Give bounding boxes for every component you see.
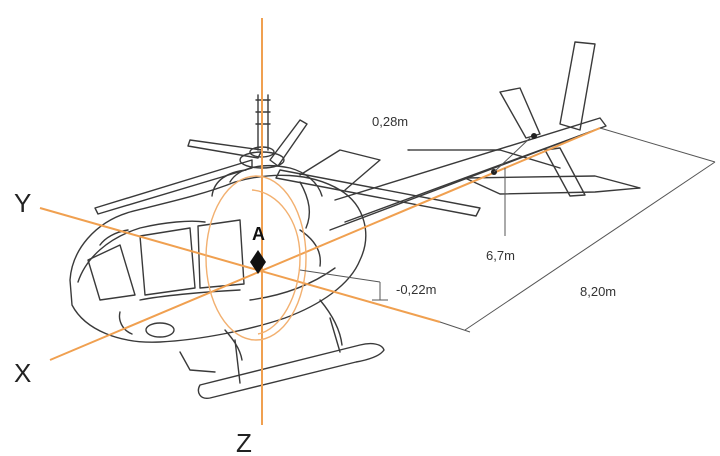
engine-cowling — [229, 149, 381, 197]
x-axis-line — [49, 127, 601, 361]
z-axis-label: Z — [236, 428, 252, 456]
fuselage-frame-orange — [205, 175, 307, 341]
helicopter-drawing — [69, 41, 641, 400]
reference-point-label: A — [252, 224, 265, 244]
y-axis-line — [39, 207, 441, 323]
y-axis-label: Y — [14, 188, 31, 218]
dimension-label-vertical-reference: -0,22m — [396, 282, 436, 297]
dimension-lines — [299, 127, 716, 333]
tail-fins — [499, 41, 596, 197]
dimension-label-tail-distance: 6,7m — [486, 248, 515, 263]
dimension-label-vertical-tail: 0,28m — [372, 114, 408, 129]
reference-point-marker — [250, 250, 266, 274]
x-axis-label: X — [14, 358, 31, 388]
axis-system — [39, 18, 601, 425]
landing-skids — [179, 299, 385, 400]
dimension-label-overall-length: 8,20m — [580, 284, 616, 299]
reference-point: A — [250, 224, 266, 274]
fuselage — [69, 169, 367, 343]
fuselage-contour-orange — [251, 189, 301, 335]
tail-boom — [329, 117, 607, 231]
